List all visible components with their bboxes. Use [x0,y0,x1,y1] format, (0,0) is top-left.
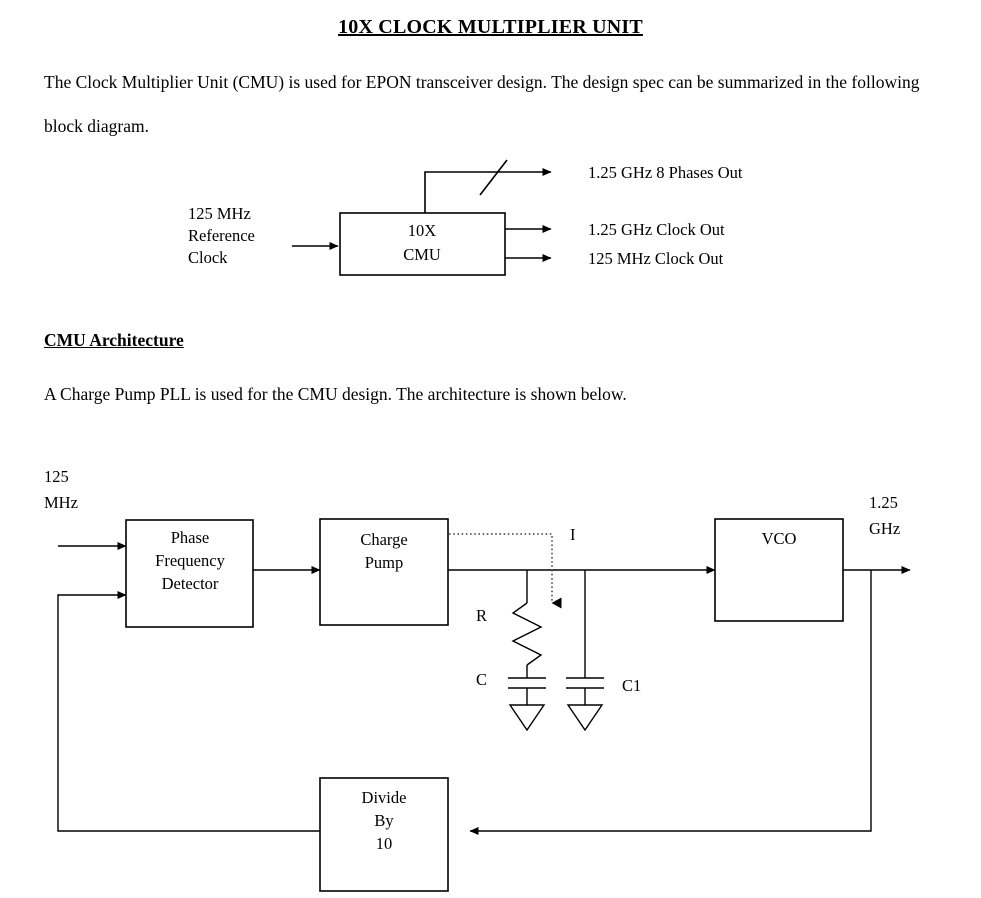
block-output-label-1: 1.25 GHz Clock Out [588,220,725,239]
resistor-zigzag-icon [511,602,543,666]
vco-block [714,518,844,622]
current-label-i: I [570,525,576,544]
block-input-label-line2: Reference [188,226,255,245]
divider-label-line2: By [374,811,394,830]
section-heading-cmu-architecture: CMU Architecture [44,330,184,350]
charge-pump-label-line1: Charge [360,530,407,549]
cmu-block-label-line1: 10X [408,221,437,240]
pll-input-label-line2: MHz [44,493,78,512]
divider-label-line3: 10 [376,834,393,853]
feedback-wire-to-divider [469,570,872,835]
block-output-label-2: 125 MHz Clock Out [588,249,724,268]
pll-architecture-diagram: 125 MHz 1.25 GHz Phase Frequency Detecto… [44,467,911,892]
pfd-label-line2: Frequency [155,551,225,570]
pfd-label-line3: Detector [162,574,219,593]
block-input-label-line1: 125 MHz [188,204,251,223]
pll-output-label-line1: 1.25 [869,493,898,512]
intro-paragraph: The Clock Multiplier Unit (CMU) is used … [44,72,920,136]
cmu-block-diagram: 125 MHz Reference Clock 10X CMU 1.25 GHz… [188,159,743,276]
vco-label-line1: VCO [762,529,797,548]
divider-block [319,777,449,892]
page-title: 10X CLOCK MULTIPLIER UNIT [338,16,643,38]
charge-pump-label-line2: Pump [365,553,404,572]
divider-label-line1: Divide [362,788,407,807]
cmu-block [339,212,506,276]
block-output-label-0: 1.25 GHz 8 Phases Out [588,163,743,182]
pfd-label-line1: Phase [171,528,210,547]
bus-slash-icon [479,159,508,196]
feedback-wire-to-pfd [57,591,320,832]
capacitor-label-c1: C1 [622,676,641,695]
pll-output-label-line2: GHz [869,519,900,538]
resistor-label-r: R [476,606,487,625]
architecture-paragraph: A Charge Pump PLL is used for the CMU de… [44,384,627,404]
ground-symbol-c1-icon [566,704,604,732]
block-input-label-line3: Clock [188,248,228,267]
phase-frequency-detector-block [125,519,254,628]
cmu-block-label-line2: CMU [403,245,441,264]
ground-symbol-c-icon [508,704,546,732]
current-injection-dotted-path [449,533,562,609]
charge-pump-block [319,518,449,626]
bus-output-wire [424,168,552,213]
pll-input-label-line1: 125 [44,467,69,486]
capacitor-label-c: C [476,670,487,689]
